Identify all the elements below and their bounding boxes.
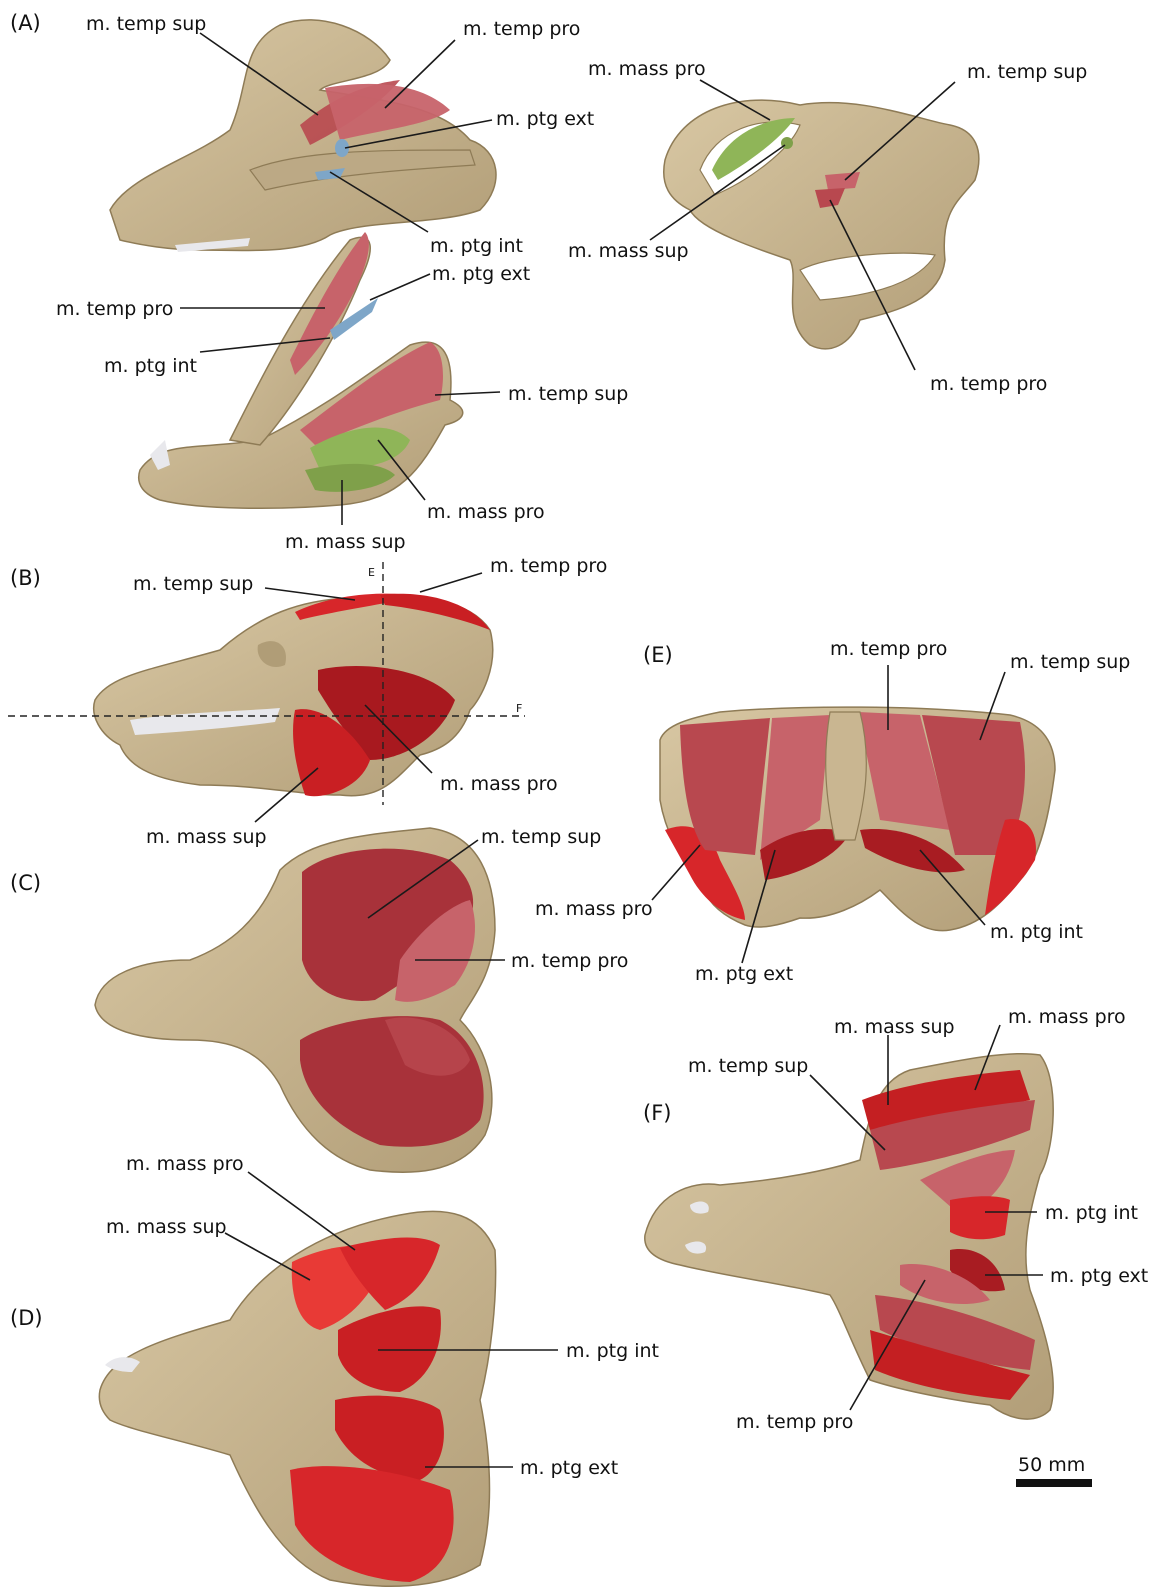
label-d-mass-pro: m. mass pro bbox=[126, 1153, 244, 1175]
panel-d-ventral-skull bbox=[99, 1211, 495, 1586]
label-a-man-temp-sup: m. temp sup bbox=[508, 383, 628, 405]
label-a-man-ptg-ext: m. ptg ext bbox=[432, 263, 530, 285]
label-d-mass-sup: m. mass sup bbox=[106, 1216, 227, 1238]
label-f-mass-sup: m. mass sup bbox=[834, 1016, 955, 1038]
a-man-temp-pro-muscle bbox=[290, 232, 369, 375]
label-f-ptg-ext: m. ptg ext bbox=[1050, 1265, 1148, 1287]
label-c-temp-sup: m. temp sup bbox=[481, 826, 601, 848]
panel-label-b: (B) bbox=[10, 566, 41, 590]
a2-cranium bbox=[664, 100, 979, 349]
panel-label-a: (A) bbox=[10, 11, 41, 35]
a-cranium bbox=[110, 20, 496, 251]
panel-a-oblique-view bbox=[664, 100, 979, 349]
label-b-temp-pro: m. temp pro bbox=[490, 555, 607, 577]
panel-label-d: (D) bbox=[10, 1306, 43, 1330]
panel-c-dorsal-skull bbox=[95, 828, 495, 1172]
label-f-temp-sup: m. temp sup bbox=[688, 1055, 808, 1077]
label-c-temp-pro: m. temp pro bbox=[511, 950, 628, 972]
panel-label-f: (F) bbox=[643, 1101, 671, 1125]
label-b-mass-sup: m. mass sup bbox=[146, 826, 267, 848]
label-a-man-mass-pro: m. mass pro bbox=[427, 501, 545, 523]
label-b-temp-sup: m. temp sup bbox=[133, 573, 253, 595]
label-a-ptg-int: m. ptg int bbox=[430, 235, 523, 257]
label-a-temp-sup: m. temp sup bbox=[86, 13, 206, 35]
label-a2-mass-sup: m. mass sup bbox=[568, 240, 689, 262]
label-a-man-ptg-int: m. ptg int bbox=[104, 355, 197, 377]
panel-b-lateral-skull: E F bbox=[8, 562, 525, 805]
b-section-marker-f: F bbox=[516, 702, 522, 715]
label-a2-temp-pro: m. temp pro bbox=[930, 373, 1047, 395]
label-e-ptg-int: m. ptg int bbox=[990, 921, 1083, 943]
label-a2-temp-sup: m. temp sup bbox=[967, 61, 1087, 83]
label-a-man-mass-sup: m. mass sup bbox=[285, 531, 406, 553]
label-a-temp-pro: m. temp pro bbox=[463, 18, 580, 40]
label-f-mass-pro: m. mass pro bbox=[1008, 1006, 1126, 1028]
label-e-temp-pro: m. temp pro bbox=[830, 638, 947, 660]
label-d-ptg-ext: m. ptg ext bbox=[520, 1457, 618, 1479]
panel-label-c: (C) bbox=[10, 871, 41, 895]
scale-bar: 50 mm bbox=[1016, 1454, 1092, 1487]
label-d-ptg-int: m. ptg int bbox=[566, 1340, 659, 1362]
scale-bar-label: 50 mm bbox=[1018, 1454, 1085, 1476]
label-f-temp-pro: m. temp pro bbox=[736, 1411, 853, 1433]
f-ptg-int bbox=[950, 1196, 1010, 1239]
panel-label-e: (E) bbox=[643, 643, 673, 667]
label-a2-mass-pro: m. mass pro bbox=[588, 58, 706, 80]
panel-e-coronal-section bbox=[660, 707, 1055, 931]
panel-f-horizontal-section bbox=[645, 1054, 1053, 1419]
label-b-mass-pro: m. mass pro bbox=[440, 773, 558, 795]
label-e-temp-sup: m. temp sup bbox=[1010, 651, 1130, 673]
label-e-mass-pro: m. mass pro bbox=[535, 898, 653, 920]
b-section-marker-e: E bbox=[368, 566, 375, 579]
label-a-ptg-ext: m. ptg ext bbox=[496, 108, 594, 130]
label-a-man-temp-pro: m. temp pro bbox=[56, 298, 173, 320]
label-f-ptg-int: m. ptg int bbox=[1045, 1202, 1138, 1224]
label-e-ptg-ext: m. ptg ext bbox=[695, 963, 793, 985]
a2-temp-sup-muscle bbox=[825, 172, 860, 190]
scale-bar-rect bbox=[1016, 1479, 1092, 1487]
